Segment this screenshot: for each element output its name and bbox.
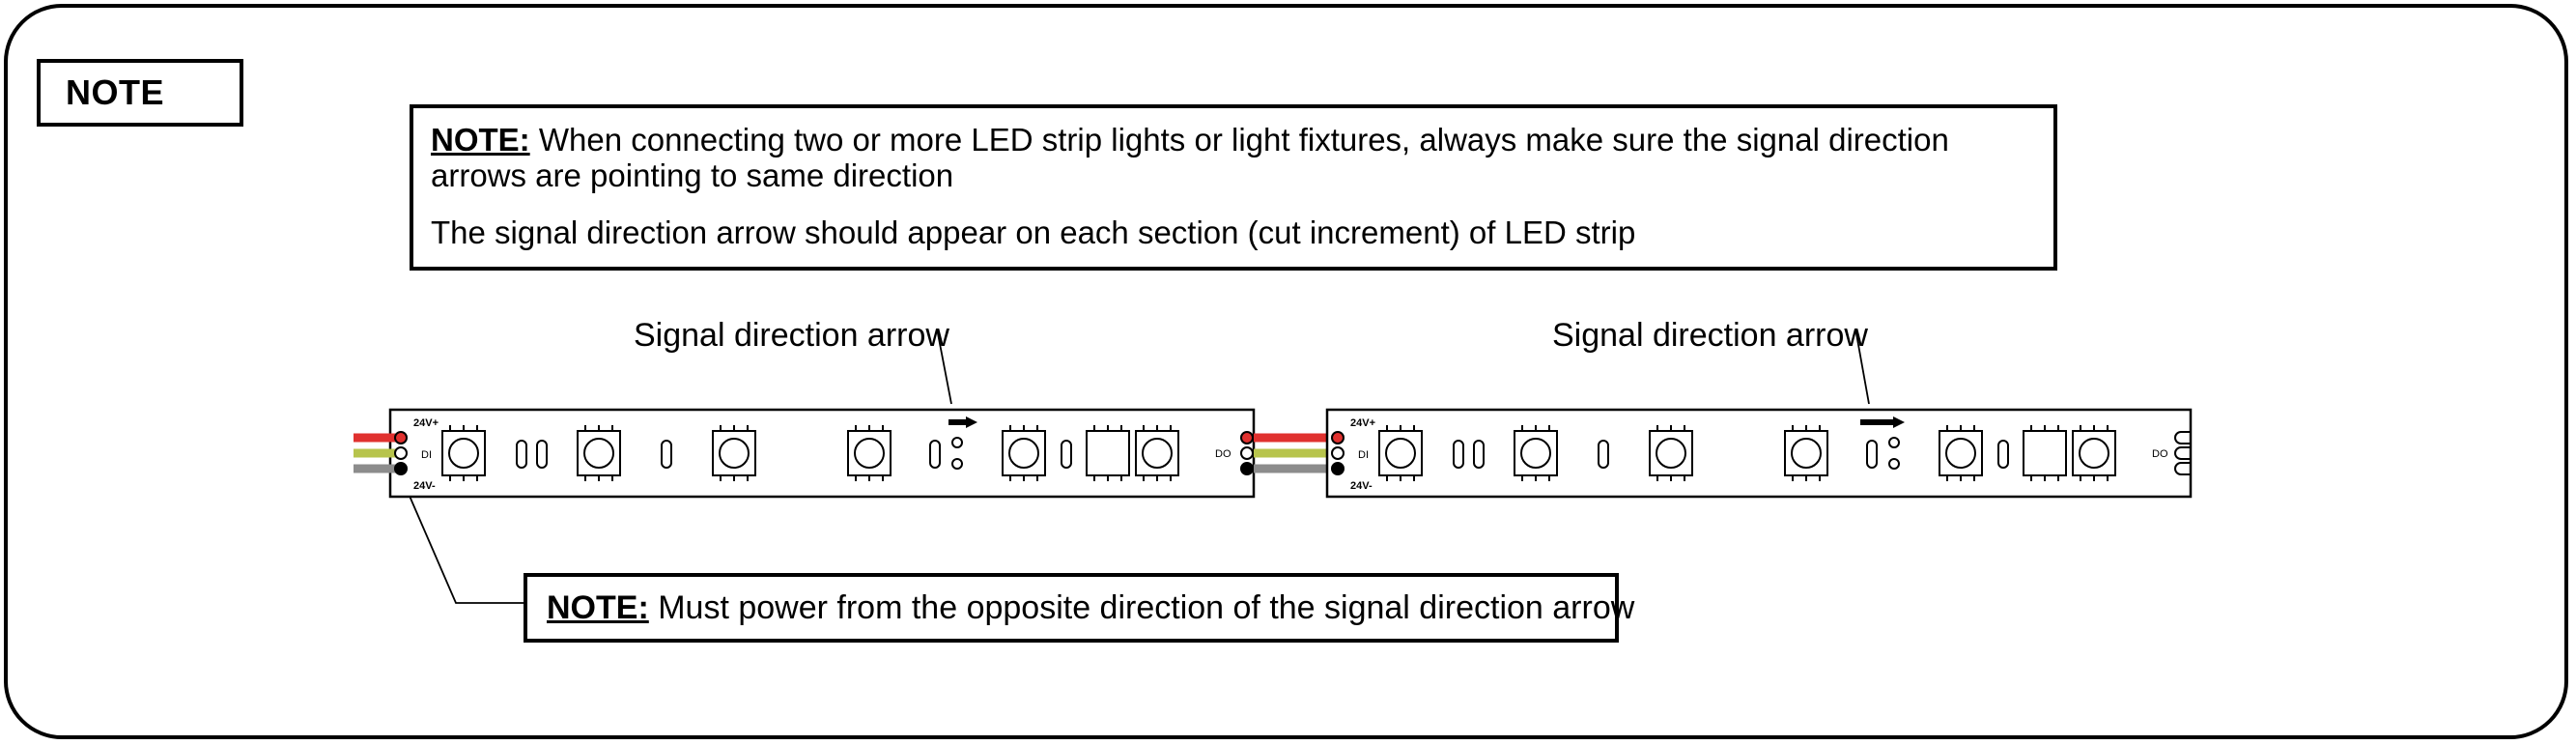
power-direction-note: NOTE: Must power from the opposite direc… xyxy=(524,573,1634,643)
led-chip xyxy=(441,425,486,481)
pad-positive xyxy=(1331,431,1345,444)
ic-chip xyxy=(2023,425,2067,481)
test-point xyxy=(1888,458,1900,470)
pad-data-out xyxy=(1240,446,1254,460)
label-data-in: DI xyxy=(421,449,432,461)
label-data-in: DI xyxy=(1358,449,1369,461)
pad-positive xyxy=(394,431,408,444)
resistor xyxy=(1453,440,1464,469)
pad-negative-out xyxy=(2174,462,2191,475)
resistor xyxy=(1598,440,1609,469)
section-tag: NOTE xyxy=(37,59,243,127)
pad-negative-out xyxy=(1240,462,1254,475)
note-line-2: The signal direction arrow should appear… xyxy=(431,215,1636,250)
note-line-1: NOTE: When connecting two or more LED st… xyxy=(431,122,2036,193)
test-point xyxy=(1888,437,1900,448)
power-note-leader xyxy=(395,464,524,604)
note-label: NOTE: xyxy=(431,122,530,158)
led-strip-left: 24V+ DI 24V- DO xyxy=(354,408,1256,499)
pad-negative xyxy=(394,462,408,475)
led-chip xyxy=(1784,425,1828,481)
resistor xyxy=(536,440,548,469)
test-point xyxy=(951,458,963,470)
label-positive: 24V+ xyxy=(1350,417,1375,429)
led-chip xyxy=(712,425,756,481)
test-point xyxy=(951,437,963,448)
power-note-label: NOTE: xyxy=(547,589,649,626)
note-text-1: When connecting two or more LED strip li… xyxy=(431,122,1949,193)
resistor xyxy=(516,440,527,469)
led-chip xyxy=(1939,425,1983,481)
pad-data xyxy=(394,446,408,460)
signal-direction-note: NOTE: When connecting two or more LED st… xyxy=(410,104,2057,271)
led-chip xyxy=(1378,425,1423,481)
led-chip xyxy=(1002,425,1046,481)
led-chip xyxy=(1135,425,1179,481)
callout-leader-right xyxy=(1854,328,1870,405)
resistor xyxy=(929,440,941,469)
callout-leader-left xyxy=(936,328,952,405)
pad-data xyxy=(1331,446,1345,460)
resistor xyxy=(1866,440,1878,469)
diagram-frame xyxy=(4,4,2568,739)
resistor xyxy=(1997,440,2009,469)
resistor xyxy=(1061,440,1072,469)
led-chip xyxy=(1514,425,1558,481)
signal-arrow-callout-left: Signal direction arrow xyxy=(634,317,949,354)
ic-chip xyxy=(1086,425,1130,481)
power-note-text: Must power from the opposite direction o… xyxy=(658,589,1635,626)
led-strip-right: 24V+ DI 24V- DO xyxy=(1325,408,2193,499)
pad-positive-out xyxy=(1240,431,1254,444)
resistor xyxy=(661,440,672,469)
resistor xyxy=(1473,440,1485,469)
label-data-out: DO xyxy=(1215,448,1231,460)
pad-data-out xyxy=(2174,446,2191,460)
label-negative: 24V- xyxy=(1350,480,1373,492)
led-chip xyxy=(1649,425,1693,481)
signal-direction-arrow xyxy=(948,416,977,428)
led-chip xyxy=(577,425,621,481)
label-positive: 24V+ xyxy=(413,417,439,429)
pad-positive-out xyxy=(2174,431,2191,444)
label-negative: 24V- xyxy=(413,480,436,492)
led-chip xyxy=(2072,425,2116,481)
signal-arrow-callout-right: Signal direction arrow xyxy=(1552,317,1868,354)
pad-negative xyxy=(1331,462,1345,475)
signal-direction-arrow xyxy=(1860,416,1905,428)
label-data-out: DO xyxy=(2152,448,2168,460)
led-chip xyxy=(847,425,892,481)
